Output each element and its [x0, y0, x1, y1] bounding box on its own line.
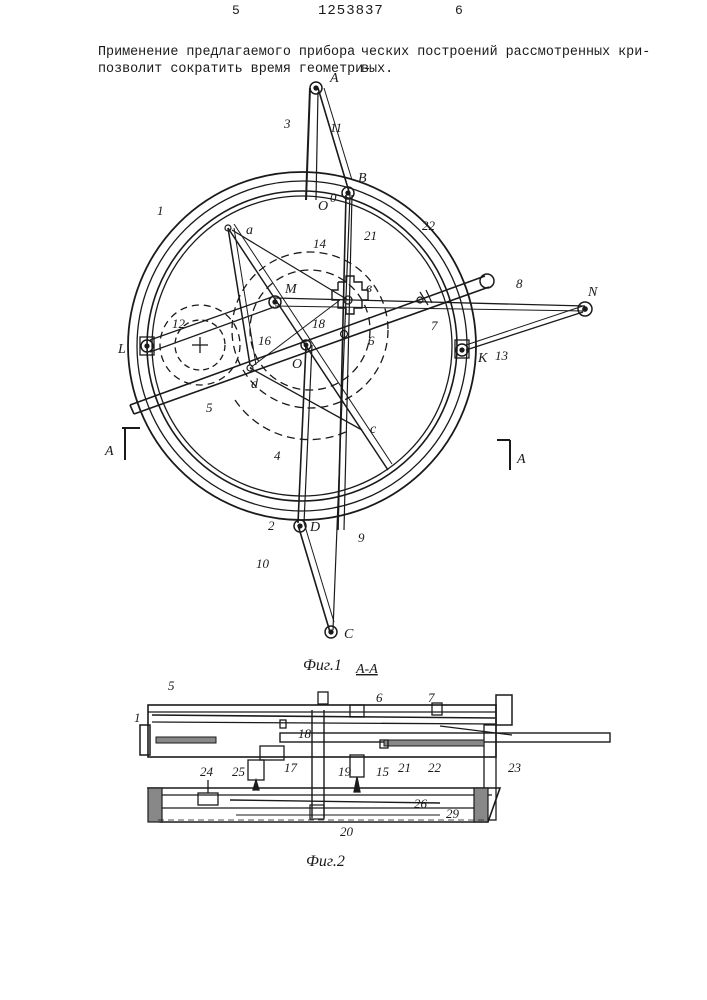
bar-13 [466, 312, 583, 350]
label-16: 16 [258, 333, 272, 348]
figure-1-caption: Фиг.1 [303, 657, 342, 674]
label-3: 3 [283, 116, 291, 131]
label-8: 8 [516, 276, 523, 291]
figure-2 [140, 692, 610, 822]
figure-2-labels: 5 6 7 1 18 17 19 15 21 22 23 24 25 26 29… [134, 678, 522, 870]
label-22: 22 [422, 218, 436, 233]
rod-l-m-top [150, 297, 272, 340]
label-O0-sup: 0 [330, 190, 337, 205]
fig2-label-24: 24 [200, 764, 214, 779]
label-11: 11 [330, 120, 342, 135]
label-M: M [284, 282, 298, 297]
label-A-right: A [516, 452, 526, 467]
fig2-label-29: 29 [446, 806, 460, 821]
figure-1-labels: A 3 11 B O 0 1 21 22 a 14 M в 8 N 12 18 … [104, 71, 598, 677]
label-6: 6 [368, 333, 375, 348]
outer-ring-inner [137, 181, 467, 511]
fig2-label-20: 20 [340, 824, 354, 839]
figure-2-caption: Фиг.2 [306, 853, 345, 870]
bar-9 [333, 195, 350, 630]
label-B: B [358, 171, 367, 186]
inner-ring [147, 191, 457, 501]
label-b: в [366, 281, 372, 296]
label-18: 18 [312, 316, 326, 331]
fig2-label-22: 22 [428, 760, 442, 775]
dashed-arc [235, 400, 350, 440]
bar-3 [306, 88, 310, 200]
pillar-23 [496, 695, 512, 725]
fig2-label-6: 6 [376, 690, 383, 705]
label-C: C [344, 627, 354, 642]
label-10: 10 [256, 556, 270, 571]
rod-5-bottom [134, 287, 489, 414]
figure-1 [122, 82, 592, 638]
label-12: 12 [172, 316, 186, 331]
label-A-left: A [104, 444, 114, 459]
label-c: c [370, 422, 377, 437]
housing-top [148, 705, 496, 757]
label-d: d [251, 377, 259, 392]
label-N: N [587, 285, 598, 300]
bar-10 [298, 525, 330, 632]
label-O0: O [318, 199, 328, 214]
label-a: a [246, 223, 253, 238]
label-21: 21 [364, 228, 377, 243]
link-a-d [228, 228, 250, 365]
bar-11 [318, 88, 350, 195]
fig2-label-21: 21 [398, 760, 411, 775]
label-1: 1 [157, 203, 164, 218]
label-13: 13 [495, 348, 509, 363]
label-L: L [117, 342, 126, 357]
label-5: 5 [206, 400, 213, 415]
label-7: 7 [431, 318, 438, 333]
fig2-label-26: 26 [414, 796, 428, 811]
rod-5-knob [480, 274, 494, 288]
fig2-label-5: 5 [168, 678, 175, 693]
label-O: O [292, 357, 302, 372]
label-4: 4 [274, 448, 281, 463]
fig2-label-25: 25 [232, 764, 246, 779]
label-D: D [309, 520, 320, 535]
label-A: A [329, 71, 339, 86]
fig2-label-23: 23 [508, 760, 522, 775]
fig2-label-17: 17 [284, 760, 298, 775]
fig2-label-1: 1 [134, 710, 141, 725]
fig2-label-7: 7 [428, 690, 435, 705]
label-2: 2 [268, 518, 275, 533]
label-K: K [477, 351, 488, 366]
label-14: 14 [313, 236, 327, 251]
fig2-label-19: 19 [338, 764, 352, 779]
fig2-label-18: 18 [298, 726, 312, 741]
fig2-label-15: 15 [376, 764, 390, 779]
label-9: 9 [358, 530, 365, 545]
section-label: А-А [355, 662, 378, 677]
